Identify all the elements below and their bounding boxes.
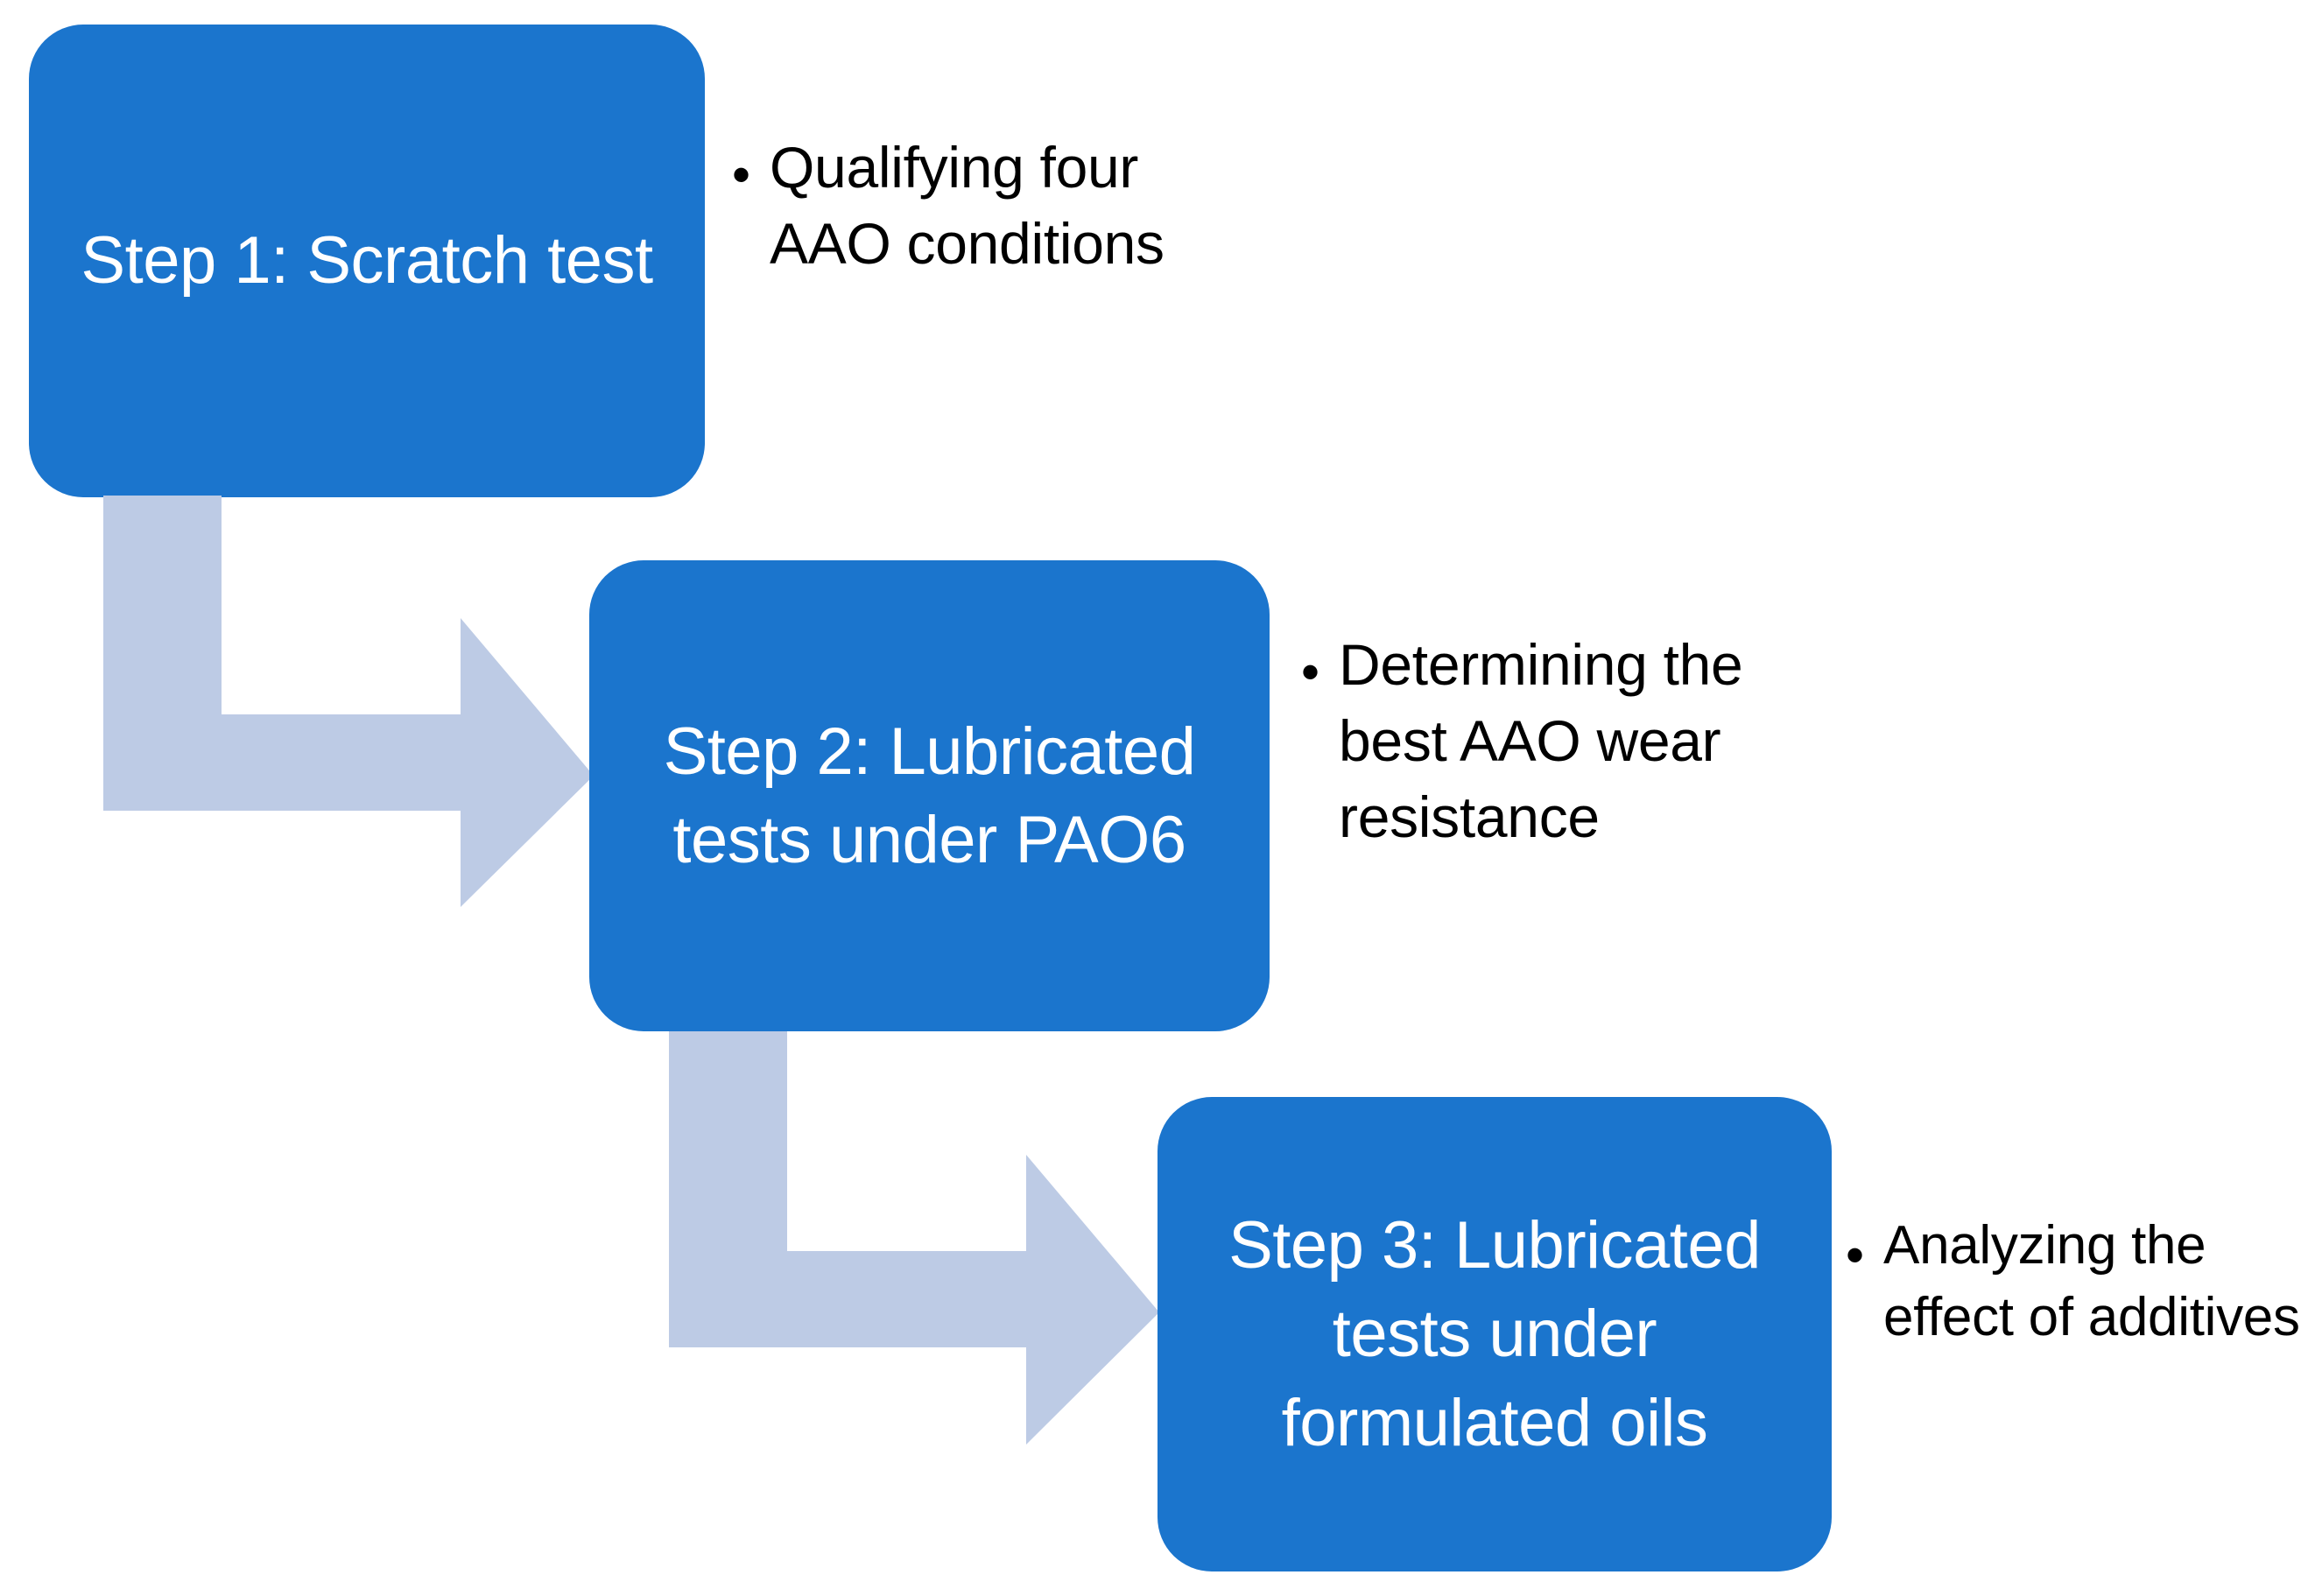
step-box-2-label: Step 2: Lubricated tests under PAO6: [663, 714, 1196, 877]
note-step-3-text: Analyzing the effect of additives: [1883, 1215, 2300, 1347]
step-box-3[interactable]: Step 3: Lubricated tests under formulate…: [1158, 1097, 1832, 1571]
bent-arrow-icon-1: [103, 496, 594, 907]
note-step-2: • Determining the best AAO wear resistan…: [1301, 627, 1791, 855]
bullet-point-icon-1: •: [732, 145, 751, 204]
bent-arrow-icon-2: [669, 1031, 1159, 1445]
note-step-1: • Qualifying four AAO conditions: [732, 130, 1222, 282]
step-box-1-label: Step 1: Scratch test: [81, 223, 653, 299]
step-box-3-label: Step 3: Lubricated tests under formulate…: [1228, 1208, 1761, 1460]
note-step-2-text: Determining the best AAO wear resistance: [1339, 632, 1743, 850]
note-step-1-text: Qualifying four AAO conditions: [770, 135, 1165, 277]
step-box-1[interactable]: Step 1: Scratch test: [29, 25, 705, 497]
step-box-2[interactable]: Step 2: Lubricated tests under PAO6: [589, 560, 1270, 1031]
bullet-point-icon-2: •: [1301, 643, 1320, 701]
note-step-3: • Analyzing the effect of additives: [1846, 1210, 2301, 1353]
bullet-point-icon-3: •: [1846, 1226, 1865, 1284]
